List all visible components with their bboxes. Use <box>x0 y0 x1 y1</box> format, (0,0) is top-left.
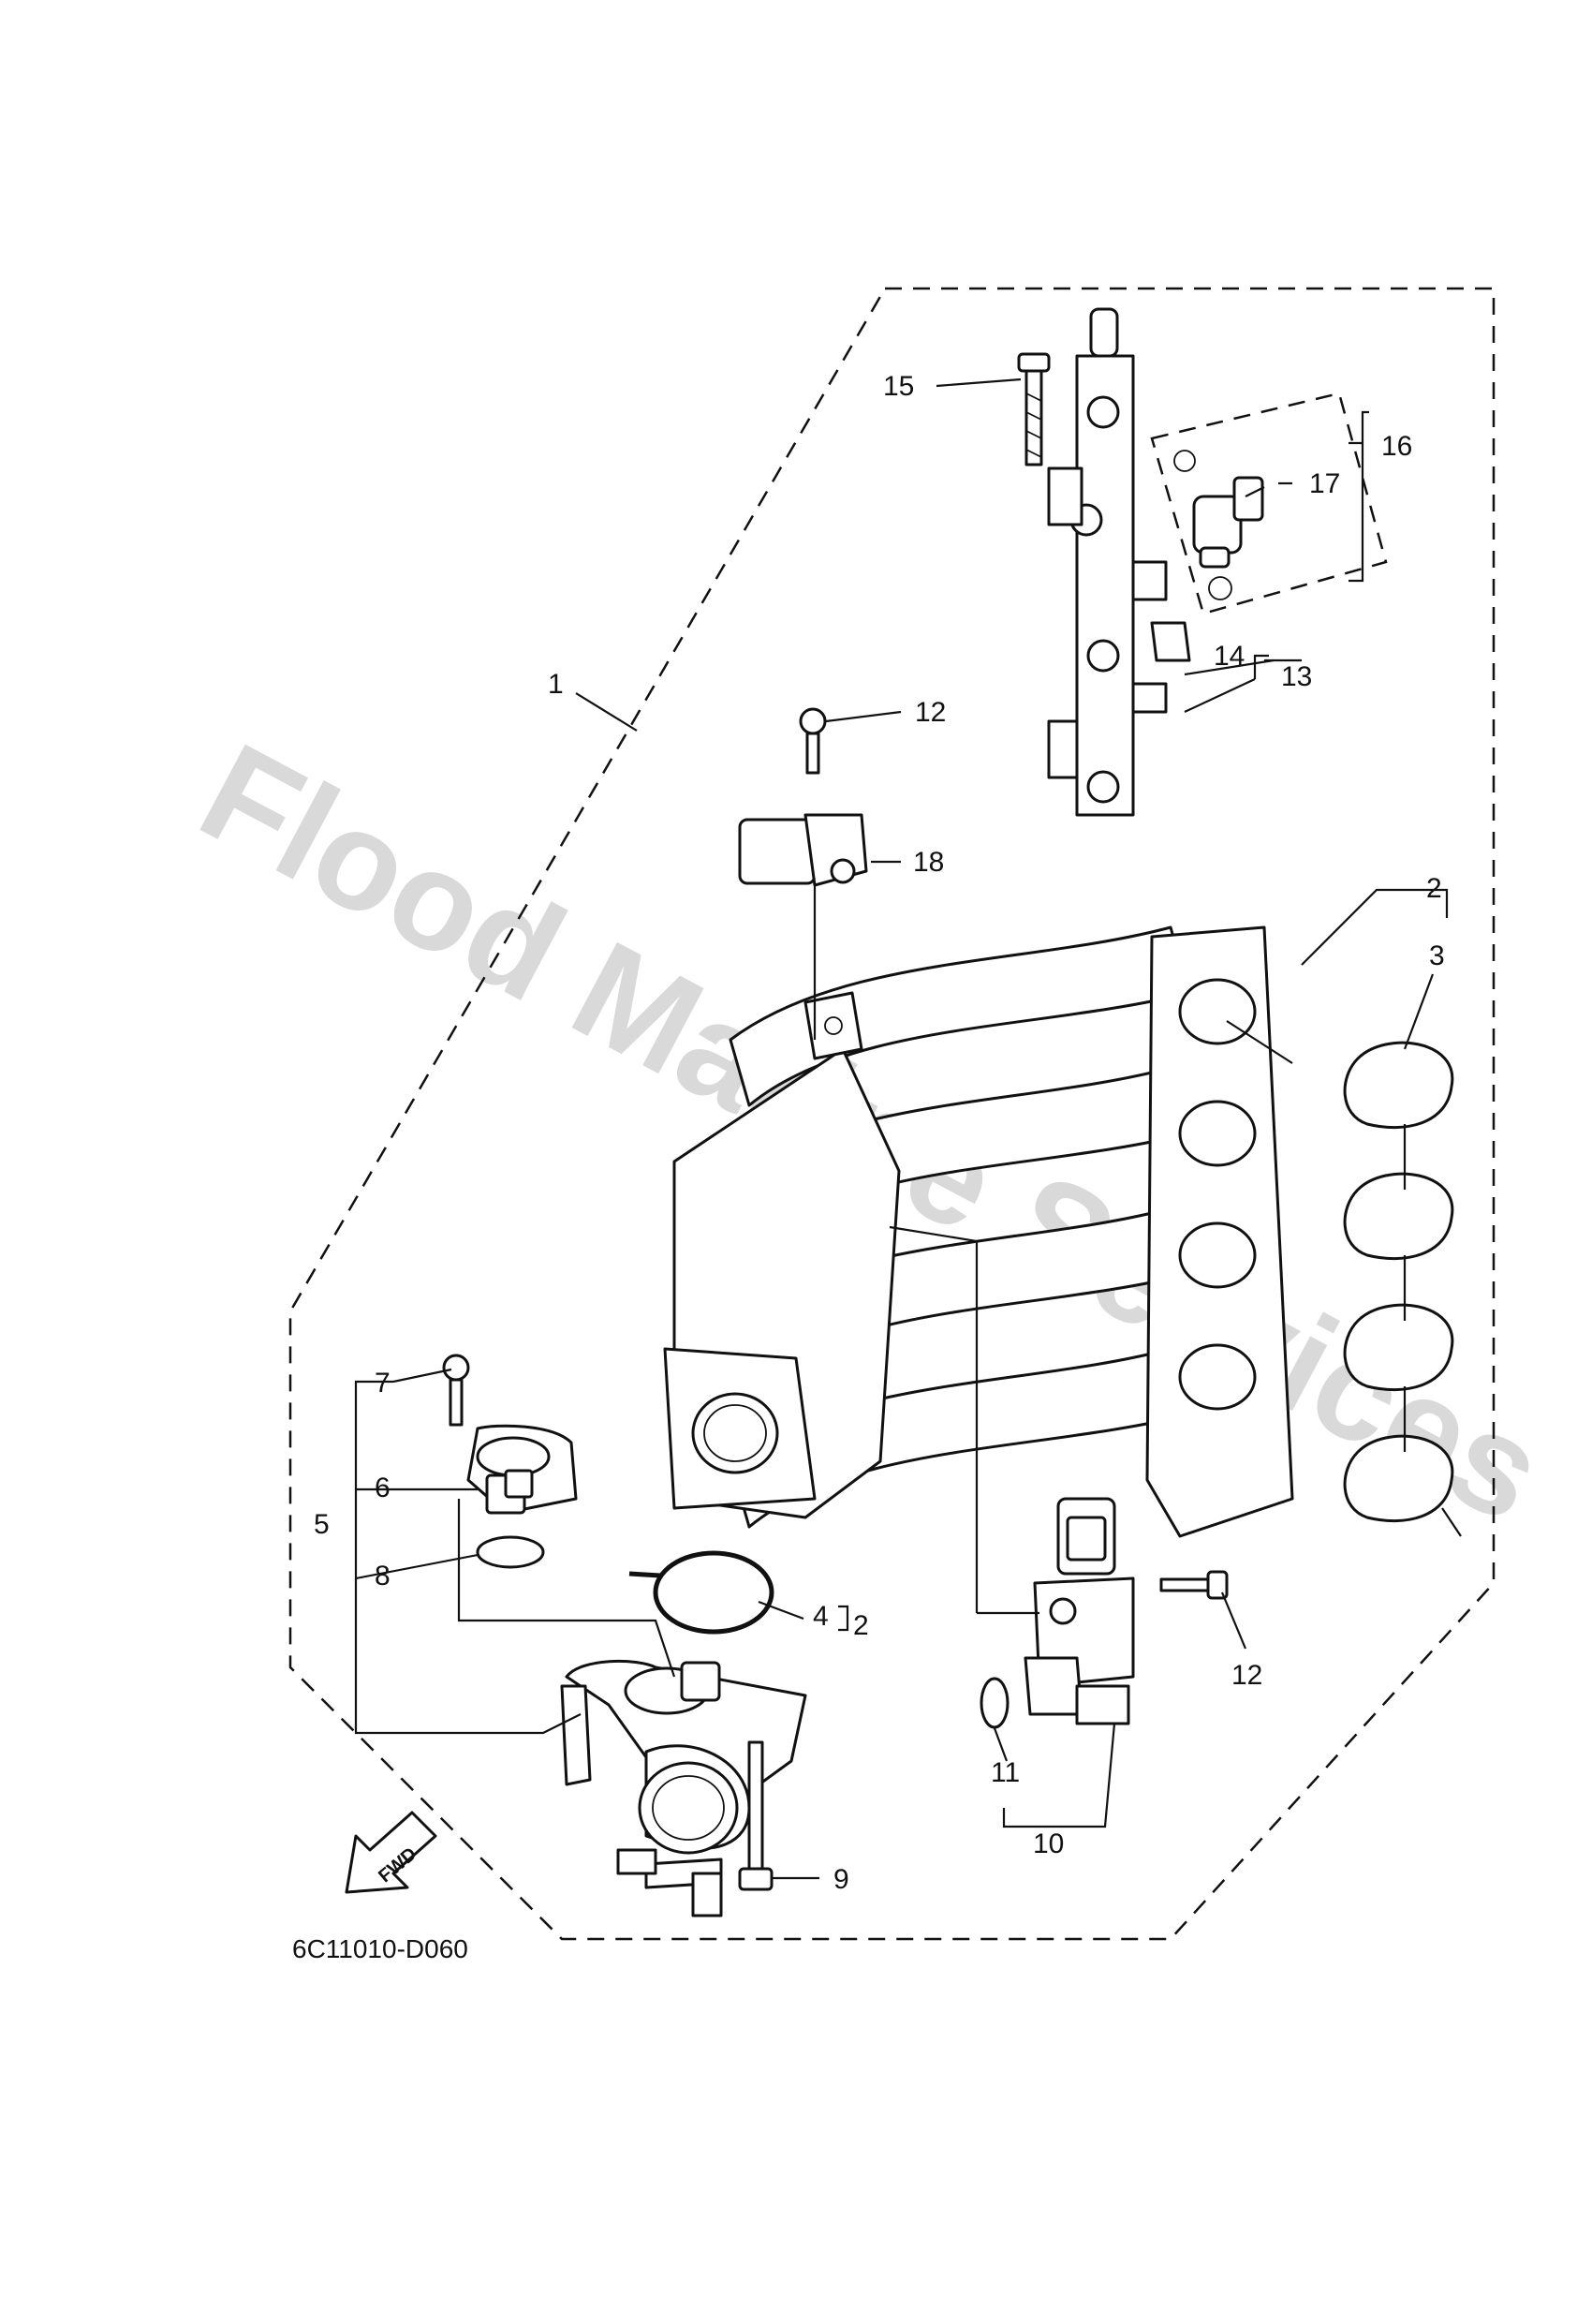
callout-12-bottom: 12 <box>1231 1660 1262 1691</box>
leader-lines <box>354 377 1449 1880</box>
callout-1: 1 <box>548 669 564 700</box>
callout-12-top: 12 <box>915 697 946 728</box>
callout-4: 4 <box>813 1601 829 1632</box>
callout-15: 15 <box>883 371 914 402</box>
sensor-6 <box>466 1424 578 1515</box>
fuel-rail <box>1047 307 1168 817</box>
callout-9: 9 <box>833 1864 849 1895</box>
gasket-4 <box>628 1550 774 1635</box>
callout-2-top: 2 <box>1426 873 1442 904</box>
callout-8: 8 <box>375 1561 391 1591</box>
injector-group-box <box>1150 392 1388 615</box>
callout-16: 16 <box>1381 431 1412 462</box>
throttle-body <box>560 1660 807 1917</box>
clip-14 <box>1150 621 1191 662</box>
callout-7: 7 <box>375 1368 391 1399</box>
callout-5: 5 <box>314 1509 330 1540</box>
assembly-boundary <box>288 287 1496 1941</box>
callout-3: 3 <box>1429 940 1445 971</box>
callout-10: 10 <box>1033 1828 1064 1859</box>
callouts: 1 2 3 4 2 5 6 7 8 9 10 11 12 12 13 14 15… <box>314 371 1445 1895</box>
sensor-18 <box>738 813 868 887</box>
callout-2-bottom: 2 <box>853 1610 869 1641</box>
callout-18: 18 <box>913 847 944 878</box>
screw-12-top <box>799 707 827 775</box>
callout-14: 14 <box>1214 641 1245 672</box>
diagram-code: 6C11010-D060 <box>292 1934 468 1963</box>
callout-17: 17 <box>1309 468 1340 499</box>
bolt-15 <box>1017 352 1051 466</box>
callout-11: 11 <box>991 1757 1020 1788</box>
idle-control-valve <box>1024 1497 1135 1725</box>
intake-manifold <box>663 925 1294 1538</box>
o-ring-8 <box>476 1535 545 1569</box>
screw-7 <box>442 1354 470 1427</box>
fuel-injector <box>1173 450 1264 600</box>
gasket-3 <box>1343 1041 1462 1537</box>
screw-12-bottom <box>1159 1570 1229 1600</box>
o-ring-11 <box>980 1677 1010 1729</box>
callout-13: 13 <box>1281 661 1312 692</box>
callout-6: 6 <box>375 1473 391 1503</box>
fwd-arrow-icon: FWD <box>345 1811 437 1894</box>
